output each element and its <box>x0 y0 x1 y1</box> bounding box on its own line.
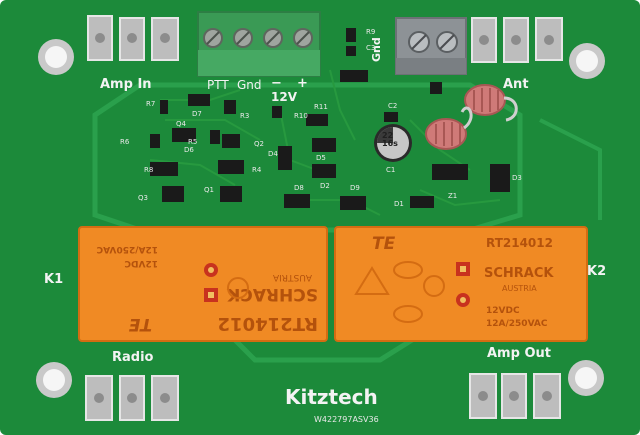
ptt-terminal-block <box>197 11 321 77</box>
ptt-label: PTT <box>207 78 229 92</box>
designator-d1: D1 <box>394 200 404 208</box>
designator-d8: D8 <box>294 184 304 192</box>
gnd-label: Gnd <box>237 78 262 92</box>
designator-r5: R5 <box>188 138 198 146</box>
designator-d5: D5 <box>316 154 326 162</box>
designator-d2: D2 <box>320 182 330 190</box>
relay-k2-pins <box>354 261 470 323</box>
relay-k1-pins <box>204 263 249 302</box>
designator-q1: Q1 <box>204 186 214 194</box>
capacitor-marking: 22 16s <box>382 131 398 148</box>
v12-label: 12V <box>271 90 297 104</box>
amp-in-label: Amp In <box>100 77 152 92</box>
relay-k1: RT214012 SCHRACK AUSTRIA 12VDC 12A/250VA… <box>78 226 328 342</box>
radio-label: Radio <box>112 350 154 365</box>
designator-q4: Q4 <box>176 120 186 128</box>
relay-k2-rating: 12A/250VAC <box>486 319 548 329</box>
power-terminal-block <box>395 17 467 75</box>
mounting-holes <box>36 39 605 398</box>
designator-d7: D7 <box>192 110 202 118</box>
power-resistors <box>425 84 518 150</box>
designator-q3: Q3 <box>138 194 148 202</box>
serial-number: W422797ASV36 <box>314 415 379 424</box>
designator-c3: C3 <box>366 44 376 52</box>
relay-k2-maker: SCHRACK <box>484 266 554 281</box>
designator-r7: R7 <box>146 100 156 108</box>
ant-label: Ant <box>503 77 529 92</box>
designator-d4: D4 <box>268 150 278 158</box>
designator-r10: R10 <box>294 112 308 120</box>
brand-name: Kitztech <box>285 385 378 409</box>
k1-label: K1 <box>44 272 64 287</box>
designator-c1: C1 <box>386 166 396 174</box>
relay-k2-origin: AUSTRIA <box>502 284 537 293</box>
designator-r9: R9 <box>366 28 376 36</box>
designator-d6: D6 <box>184 146 194 154</box>
designator-r11: R11 <box>314 103 328 111</box>
k2-label: K2 <box>587 264 607 279</box>
designator-r8: R8 <box>144 166 154 174</box>
designator-z1: Z1 <box>448 192 458 200</box>
relay-k2-model: RT214012 <box>486 236 553 250</box>
plus-label: + <box>297 76 308 91</box>
electrolytic-capacitor <box>374 124 412 162</box>
designator-r3: R3 <box>240 112 250 120</box>
designator-d9: D9 <box>350 184 360 192</box>
designator-r6: R6 <box>120 138 130 146</box>
minus-label: − <box>271 76 282 91</box>
designator-d3: D3 <box>512 174 522 182</box>
relay-k2-brand: TE <box>372 234 396 254</box>
designator-c2: C2 <box>388 102 398 110</box>
designator-r4: R4 <box>252 166 262 174</box>
relay-k2: RT214012 SCHRACK AUSTRIA 12VDC 12A/250VA… <box>334 226 588 342</box>
designator-q2: Q2 <box>254 140 264 148</box>
relay-k2-coil: 12VDC <box>486 306 520 316</box>
amp-out-label: Amp Out <box>487 346 551 361</box>
